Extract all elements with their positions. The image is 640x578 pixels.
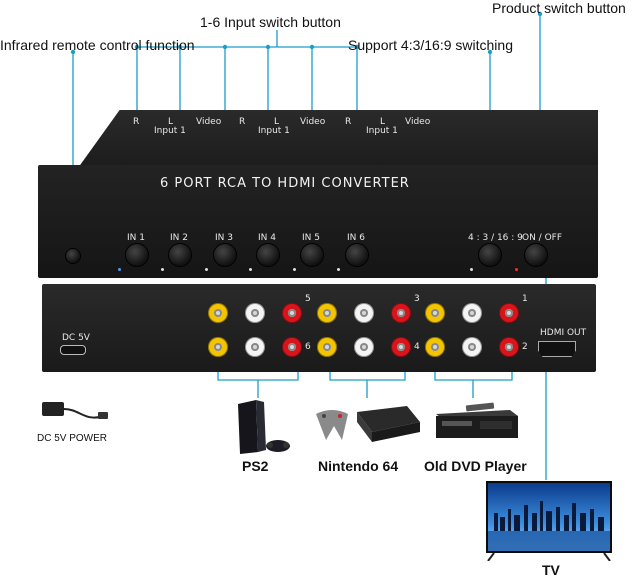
power-label: ON / OFF (522, 233, 563, 243)
top-label-input: Input 1 (154, 126, 186, 136)
aspect-button[interactable] (479, 244, 501, 266)
in5-label: IN 5 (302, 233, 320, 243)
tv-stand (487, 553, 611, 561)
tv-caption: TV (542, 562, 560, 578)
rca-yellow-1 (425, 303, 445, 323)
tv-icon (486, 481, 612, 553)
rca-red-6 (282, 337, 302, 357)
top-label-r-2: R (239, 117, 246, 127)
indicator-led-6 (337, 268, 340, 271)
rca-white-1 (462, 303, 482, 323)
n64-console-icon (316, 406, 420, 442)
top-face (78, 110, 598, 168)
rca-white-4 (354, 337, 374, 357)
power-caption: DC 5V POWER (37, 433, 108, 444)
port-number-1: 1 (522, 294, 528, 304)
rca-red-4 (391, 337, 411, 357)
in6-label: IN 6 (347, 233, 365, 243)
product-switch-callout: Product switch button (492, 0, 626, 16)
port-number-6: 6 (305, 342, 311, 352)
top-label-video-2: Video (300, 117, 326, 127)
top-label-r-3: R (345, 117, 352, 127)
n64-caption: Nintendo 64 (318, 458, 399, 474)
in4-label: IN 4 (258, 233, 276, 243)
power-led (515, 268, 518, 271)
top-label-input-3: Input 1 (366, 126, 398, 136)
top-label-r: R (133, 117, 140, 127)
rca-red-2 (499, 337, 519, 357)
hdmi-label: HDMI OUT (540, 328, 587, 338)
rca-yellow-2 (425, 337, 445, 357)
hdmi-port (538, 341, 576, 357)
dvd-player-icon (436, 402, 518, 438)
top-label-l-3: L (380, 117, 386, 127)
in2-button[interactable] (169, 244, 191, 266)
dc-label: DC 5V (62, 333, 90, 343)
ps2-caption: PS2 (242, 458, 269, 474)
in5-button[interactable] (301, 244, 323, 266)
rca-white-3 (354, 303, 374, 323)
in3-label: IN 3 (215, 233, 233, 243)
device-title: 6 PORT RCA TO HDMI CONVERTER (160, 176, 410, 191)
top-label-l-2: L (274, 117, 280, 127)
indicator-led-1 (118, 268, 121, 271)
rca-yellow-6 (208, 337, 228, 357)
top-label-video-3: Video (405, 117, 431, 127)
rca-red-5 (282, 303, 302, 323)
rca-white-5 (245, 303, 265, 323)
power-button[interactable] (525, 244, 547, 266)
indicator-led-3 (205, 268, 208, 271)
in2-label: IN 2 (170, 233, 188, 243)
top-label-input-2: Input 1 (258, 126, 290, 136)
aspect-label: 4 : 3 / 16 : 9 (468, 233, 523, 243)
aspect-led (470, 268, 473, 271)
indicator-led-4 (249, 268, 252, 271)
in1-label: IN 1 (127, 233, 145, 243)
rca-yellow-5 (208, 303, 228, 323)
dc-port (60, 345, 86, 355)
in3-button[interactable] (214, 244, 236, 266)
infrared-callout: Infrared remote control function (0, 37, 195, 53)
input-switch-callout: 1-6 Input switch button (200, 14, 341, 30)
in6-button[interactable] (346, 244, 368, 266)
rca-red-1 (499, 303, 519, 323)
rca-yellow-4 (317, 337, 337, 357)
in1-button[interactable] (126, 244, 148, 266)
port-number-5: 5 (305, 294, 311, 304)
tv-screen-city-image (488, 483, 610, 551)
in4-button[interactable] (257, 244, 279, 266)
rca-red-3 (391, 303, 411, 323)
port-number-4: 4 (414, 342, 420, 352)
indicator-led-2 (161, 268, 164, 271)
ps2-console-icon (238, 400, 290, 454)
rca-yellow-3 (317, 303, 337, 323)
indicator-led-5 (293, 268, 296, 271)
port-number-2: 2 (522, 342, 528, 352)
dvd-caption: Old DVD Player (424, 458, 527, 474)
ir-sensor (66, 249, 80, 263)
converter-rear-unit (42, 284, 596, 372)
top-label-l: L (168, 117, 174, 127)
port-number-3: 3 (414, 294, 420, 304)
rca-white-2 (462, 337, 482, 357)
top-label-video: Video (196, 117, 222, 127)
rca-white-6 (245, 337, 265, 357)
power-adapter-icon (42, 402, 108, 419)
aspect-callout: Support 4:3/16:9 switching (348, 37, 513, 53)
